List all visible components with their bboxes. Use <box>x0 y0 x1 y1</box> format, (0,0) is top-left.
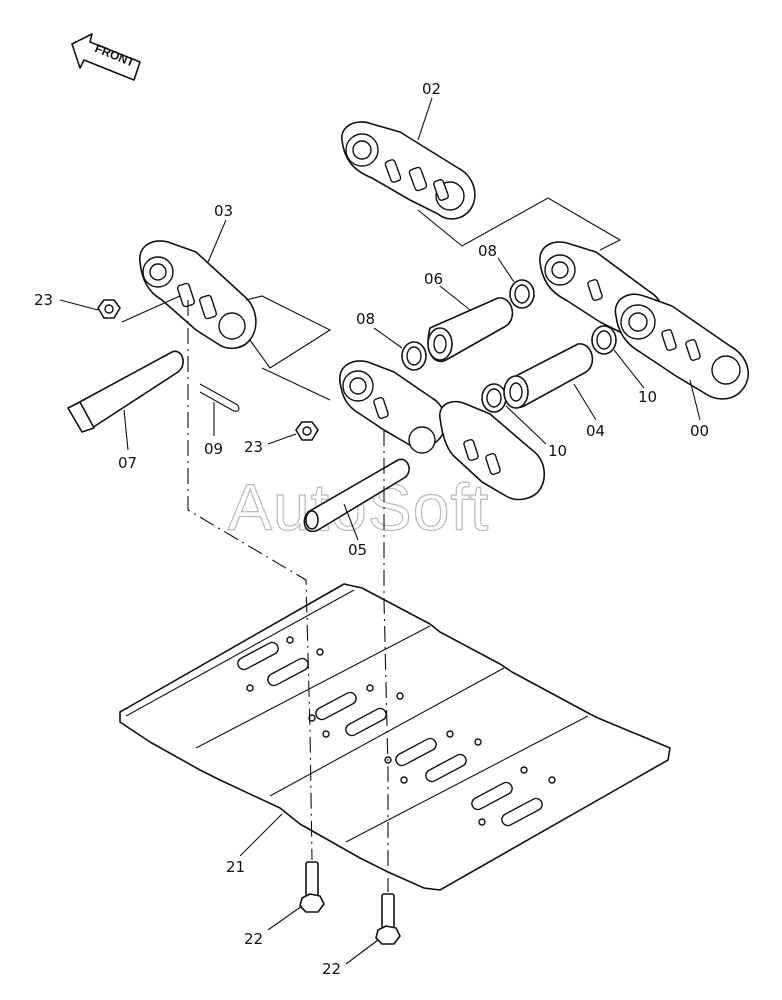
callout-09: 09 <box>204 440 223 458</box>
pin-05-drawing <box>303 458 410 533</box>
pin-07-drawing <box>67 350 184 433</box>
nut-23-left-drawing <box>97 299 121 319</box>
callout-00: 00 <box>690 422 709 440</box>
callout-21: 21 <box>226 858 245 876</box>
callout-22-right: 22 <box>322 960 341 978</box>
nut-23-center-drawing <box>295 421 319 441</box>
leader-lines <box>59 97 701 965</box>
callout-10-left: 10 <box>548 442 567 460</box>
callout-08-left: 08 <box>356 310 375 328</box>
bolt-22-right-drawing <box>375 893 401 945</box>
callout-07: 07 <box>118 454 137 472</box>
link-00-drawing <box>539 241 750 400</box>
seal-10-right-drawing <box>591 325 617 355</box>
callout-08-upper: 08 <box>478 242 497 260</box>
callout-23-center: 23 <box>244 438 263 456</box>
callout-22-left: 22 <box>244 930 263 948</box>
callout-06: 06 <box>424 270 443 288</box>
seal-08-upper-drawing <box>509 279 535 309</box>
bushing-04-drawing <box>503 343 594 409</box>
callout-23-left: 23 <box>34 291 53 309</box>
track-shoe-21-drawing <box>119 583 671 891</box>
callout-04: 04 <box>586 422 605 440</box>
callout-10-right: 10 <box>638 388 657 406</box>
callout-03: 03 <box>214 202 233 220</box>
watermark-text: AutoSoft <box>228 470 489 544</box>
callout-05: 05 <box>348 541 367 559</box>
callout-02: 02 <box>422 80 441 98</box>
link-02-drawing <box>341 121 476 220</box>
seal-10-left-drawing <box>481 383 507 413</box>
bolt-22-left-drawing <box>299 861 325 913</box>
seal-08-left-drawing <box>401 341 427 371</box>
bushing-06-drawing <box>427 297 514 363</box>
cotter-pin-09-drawing <box>199 383 240 412</box>
link-03-drawing <box>139 240 257 350</box>
front-arrow-icon: FRONT <box>71 33 141 81</box>
link-center-drawing <box>339 360 545 501</box>
